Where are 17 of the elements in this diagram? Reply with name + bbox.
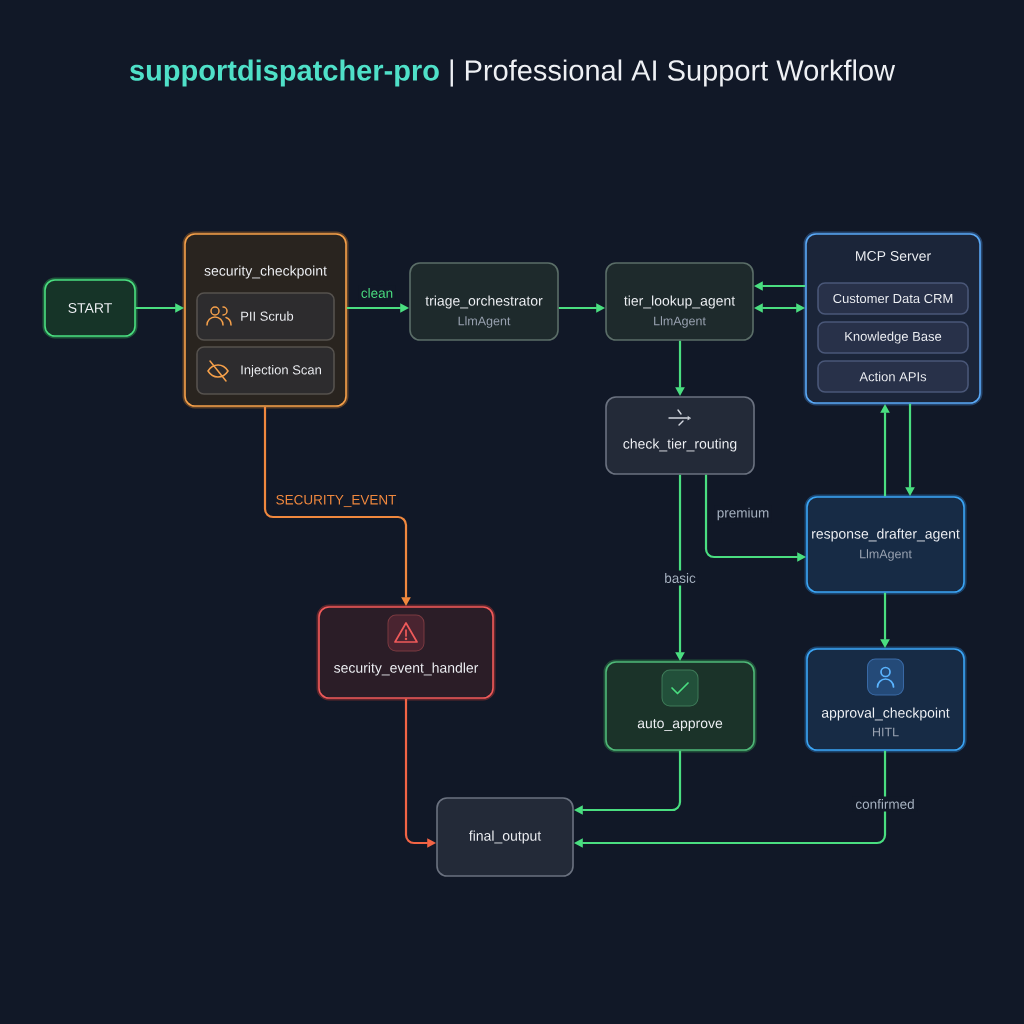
process-box: auto_approve [603,659,757,753]
item-box: Injection Scan [196,346,335,395]
edge-label: SECURITY_EVENT [273,492,399,510]
agent-box: response_drafter_agent LlmAgent [804,494,967,595]
title: supportdispatcher-pro | Professional AI Support Workflow [130,59,896,87]
item-box: Knowledge Base [817,321,969,354]
item-box: PII Scrub [196,292,335,341]
edge-label: premium [714,505,772,523]
item-box: Action APIs [817,360,969,393]
process-box: security_event_handler [316,604,496,701]
process-box: approval_checkpoint HITL [804,646,967,753]
start-box: START [42,277,138,339]
process-box: final_output [436,797,574,877]
process-box: check_tier_routing [605,396,755,475]
item-box: Customer Data CRM [817,282,969,315]
agent-box: triage_orchestrator LlmAgent [409,262,559,341]
agent-box: tier_lookup_agent LlmAgent [605,262,754,341]
